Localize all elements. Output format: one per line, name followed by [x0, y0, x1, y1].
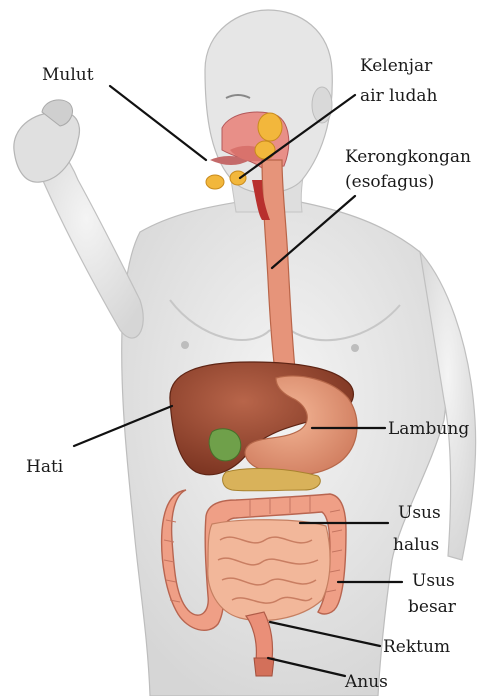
label-usus-halus-line1: Usus	[398, 503, 441, 523]
label-kerongkongan-line1: Kerongkongan	[345, 147, 471, 167]
label-anus: Anus	[344, 672, 388, 692]
label-kelenjar-line1: Kelenjar	[360, 56, 433, 76]
label-rektum: Rektum	[383, 637, 450, 657]
nipple-right	[351, 344, 359, 352]
label-mulut: Mulut	[42, 65, 94, 85]
label-lambung: Lambung	[388, 419, 469, 439]
gallbladder	[209, 429, 241, 461]
leader-mulut	[110, 86, 206, 160]
anus	[254, 658, 274, 676]
submandibular-gland	[255, 141, 275, 159]
label-usus-besar-line2: besar	[408, 597, 457, 617]
label-usus-besar-line1: Usus	[412, 571, 455, 591]
sublingual-gland-1	[206, 175, 224, 189]
label-kelenjar-line2: air ludah	[360, 86, 438, 106]
small-intestine-mass	[208, 520, 330, 621]
small-intestine	[208, 520, 330, 621]
parotid-gland	[258, 113, 282, 141]
nipple-left	[181, 341, 189, 349]
label-hati: Hati	[26, 457, 64, 477]
label-kerongkongan-line2: (esofagus)	[345, 172, 434, 192]
sublingual-gland-2	[230, 171, 246, 185]
label-usus-halus-line2: halus	[393, 535, 439, 555]
